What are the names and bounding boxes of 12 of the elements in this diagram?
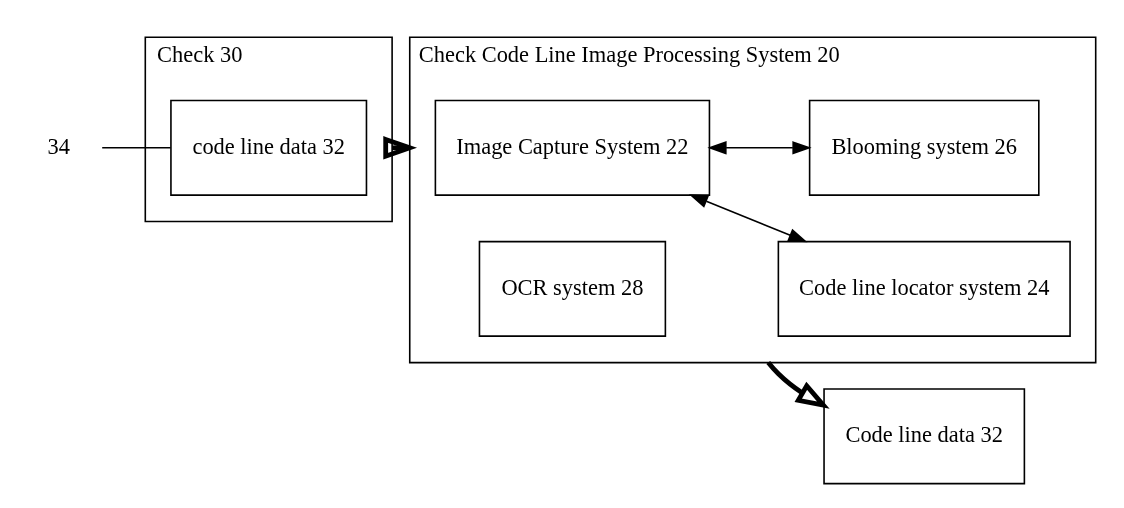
connector: [101, 147, 172, 149]
arrow: [766, 361, 830, 409]
arrow: [688, 194, 808, 243]
arrow: [383, 136, 418, 160]
arrow: [707, 141, 812, 155]
node-box: OCR system 28: [478, 240, 667, 337]
node-box: Blooming system 26: [808, 99, 1040, 196]
node-box: Code line data 32: [823, 388, 1026, 485]
node-box: Code line locator system 24: [777, 240, 1071, 337]
node-box: Image Capture System 22: [434, 99, 711, 196]
node-box: code line data 32: [170, 99, 368, 196]
node-text: 34: [47, 133, 70, 159]
